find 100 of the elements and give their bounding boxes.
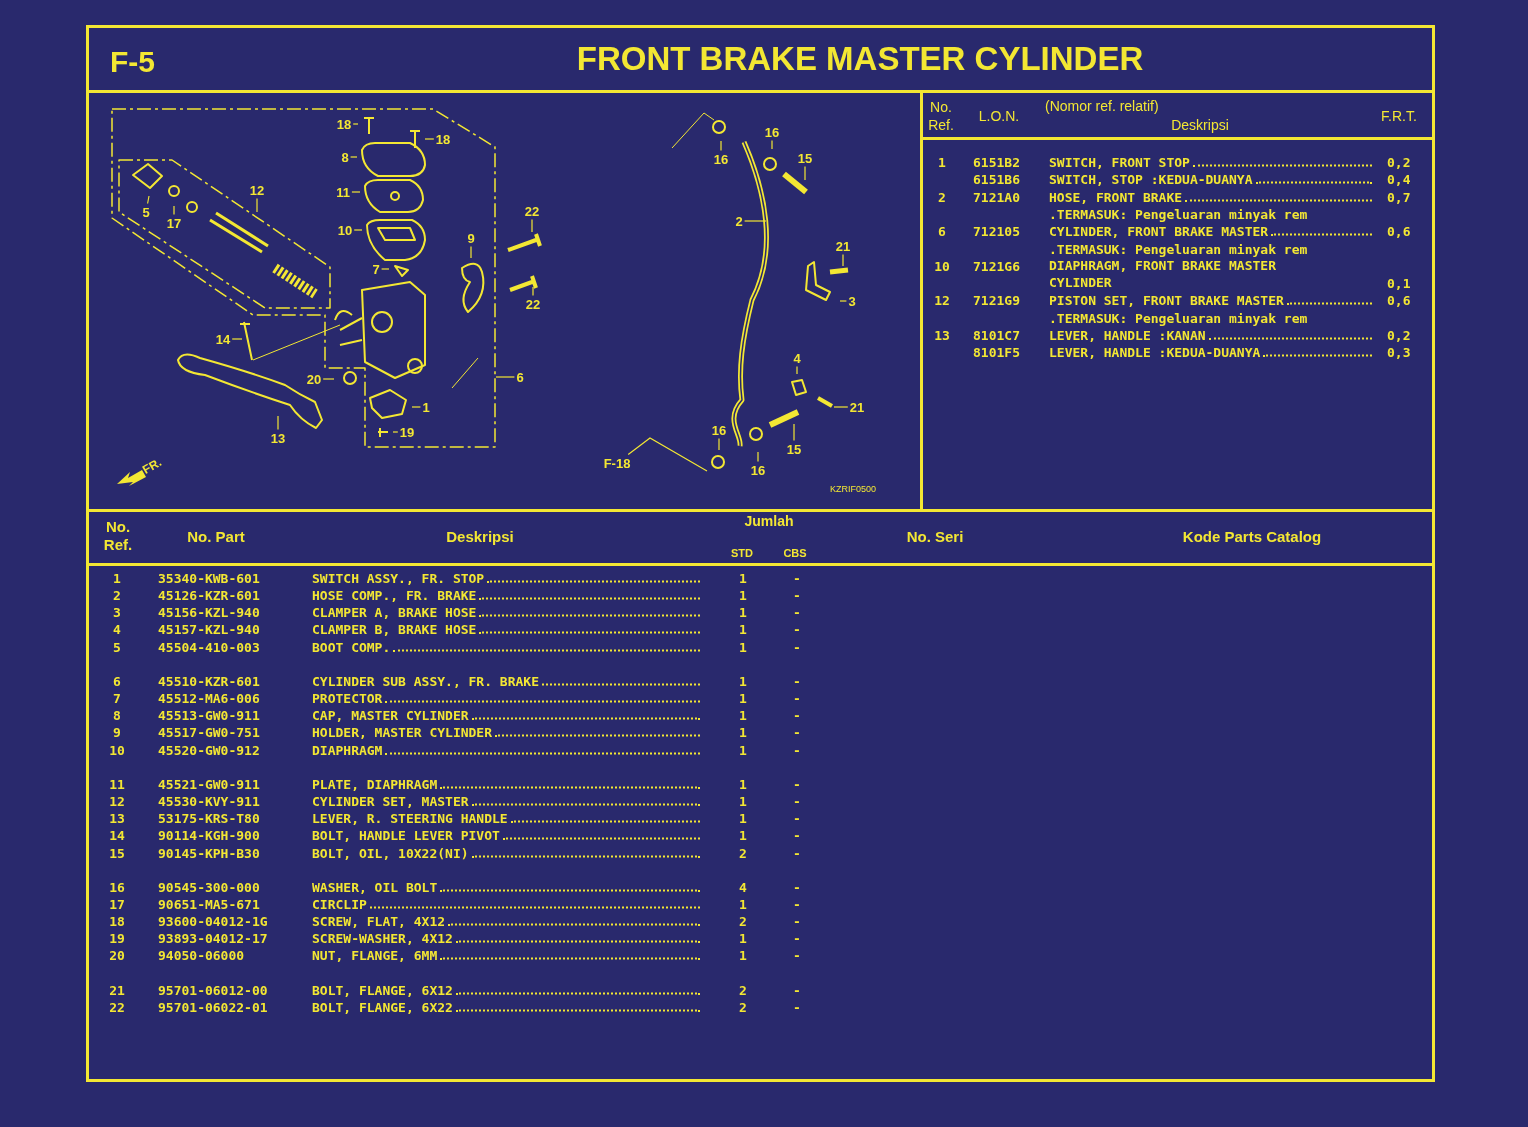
table-cell: 1 <box>739 742 747 758</box>
table-cell: 4 <box>739 879 747 895</box>
table-cell: 13 <box>934 327 950 343</box>
leader-line <box>392 431 399 433</box>
table-cell: 1 <box>739 947 747 963</box>
table-cell: LEVER, HANDLE :KANAN <box>1049 327 1372 343</box>
column-header: CBS <box>783 547 807 559</box>
table-cell: 90545-300-000 <box>158 879 260 895</box>
column-header: Deskripsi <box>1171 117 1229 133</box>
callout-number: 16 <box>710 422 728 438</box>
table-cell: 2 <box>113 587 121 603</box>
table-cell: 22 <box>109 999 125 1015</box>
drawing-code: KZRIF0500 <box>830 484 876 494</box>
table-cell: - <box>793 621 801 637</box>
column-header: No. Ref. <box>102 518 134 554</box>
leader-line <box>839 300 847 302</box>
leader-line <box>495 376 515 378</box>
leader-line <box>352 123 359 125</box>
table-cell: - <box>793 690 801 706</box>
column-header: Jumlah <box>744 513 794 529</box>
table-cell: 45510-KZR-601 <box>158 673 260 689</box>
callout-number: 21 <box>834 238 852 254</box>
table-cell-text: DIAPHRAGM, FRONT BRAKE MASTER CYLINDER <box>1049 257 1277 292</box>
table-cell: 12 <box>934 292 950 308</box>
table-cell: 17 <box>109 896 125 912</box>
reference-label: F-18 <box>602 455 632 471</box>
callout-number: 22 <box>524 296 542 312</box>
table-cell: - <box>793 845 801 860</box>
table-cell: 95701-06012-00 <box>158 982 268 998</box>
table-cell: 0,3 <box>1387 344 1411 360</box>
table-cell: 10 <box>109 742 125 758</box>
callout-number: 18 <box>335 116 353 132</box>
table-cell: - <box>793 827 801 843</box>
table-cell: 4 <box>113 621 121 637</box>
table-cell-text: .TERMASUK: Pengeluaran minyak rem <box>1049 206 1309 222</box>
table-cell: 0,7 <box>1387 189 1411 205</box>
table-cell: 6 <box>938 223 946 239</box>
table-cell: 14 <box>109 827 125 843</box>
column-header: Kode Parts Catalog <box>1182 527 1322 545</box>
leader-line <box>771 139 773 150</box>
table-cell: HOSE, FRONT BRAKE <box>1049 189 1372 205</box>
leader-line <box>531 218 533 233</box>
table-cell: 45126-KZR-601 <box>158 587 260 603</box>
table-cell: - <box>793 810 801 826</box>
callout-number: 12 <box>248 182 266 198</box>
table-cell-text: .TERMASUK: Pengeluaran minyak rem <box>1049 310 1309 326</box>
callout-number: 18 <box>434 131 452 147</box>
column-header: Deskripsi <box>446 527 514 545</box>
table-cell: 35340-KWB-601 <box>158 570 260 586</box>
table-cell: SWITCH, FRONT STOP <box>1049 154 1372 170</box>
table-cell: 45513-GW0-911 <box>158 707 260 723</box>
leader-line <box>627 437 708 472</box>
table-cell: CYLINDER SUB ASSY., FR. BRAKE <box>312 673 700 689</box>
callout-number: 6 <box>515 369 525 385</box>
callout-number: 10 <box>336 222 354 238</box>
table-cell: 1 <box>739 570 747 586</box>
table-cell: 0,6 <box>1387 223 1411 239</box>
leader-line <box>231 338 243 340</box>
leader-line <box>842 253 844 267</box>
leader-line <box>353 229 363 231</box>
leader-line <box>744 220 767 222</box>
table-cell: 90114-KGH-900 <box>158 827 260 843</box>
table-cell: 2 <box>938 189 946 205</box>
table-cell: 16 <box>109 879 125 895</box>
table-cell: HOLDER, MASTER CYLINDER <box>312 724 700 740</box>
table-cell: 2 <box>739 913 747 929</box>
table-cell: SCREW-WASHER, 4X12 <box>312 930 700 946</box>
table-cell: - <box>793 673 801 689</box>
table-cell: WASHER, OIL BOLT <box>312 879 700 895</box>
table-cell: - <box>793 879 801 895</box>
table-cell: CYLINDER, FRONT BRAKE MASTER <box>1049 223 1372 239</box>
table-cell: 7121G6 <box>973 258 1020 274</box>
table-cell: PLATE, DIAPHRAGM <box>312 776 700 792</box>
table-cell: 45512-MA6-006 <box>158 690 260 706</box>
table-cell: 13 <box>109 810 125 826</box>
column-header: No. Ref. <box>927 98 955 134</box>
direction-label: FR. <box>140 455 164 477</box>
table-cell: - <box>793 707 801 723</box>
table-cell: 1 <box>739 896 747 912</box>
callout-number: 21 <box>848 399 866 415</box>
table-cell: - <box>793 776 801 792</box>
leader-line <box>322 378 335 380</box>
table-cell: 8 <box>113 707 121 723</box>
table-cell: 45530-KVY-911 <box>158 793 260 809</box>
leader-line <box>173 205 175 216</box>
column-header: No. Part <box>187 527 245 545</box>
table-cell: 1 <box>739 673 747 689</box>
callout-number: 5 <box>141 204 151 220</box>
callout-number: 2 <box>734 213 744 229</box>
section-code: F-5 <box>110 45 155 79</box>
callout-number: 3 <box>847 293 857 309</box>
leader-line <box>351 191 361 193</box>
table-cell: 45156-KZL-940 <box>158 604 260 620</box>
table-cell-text: .TERMASUK: Pengeluaran minyak rem <box>1049 241 1309 256</box>
callout-number: 17 <box>165 215 183 231</box>
callout-number: 22 <box>523 203 541 219</box>
table-cell: - <box>793 930 801 946</box>
callout-number: 16 <box>749 462 767 478</box>
callout-number: 16 <box>712 151 730 167</box>
table-cell: NUT, FLANGE, 6MM <box>312 947 700 963</box>
